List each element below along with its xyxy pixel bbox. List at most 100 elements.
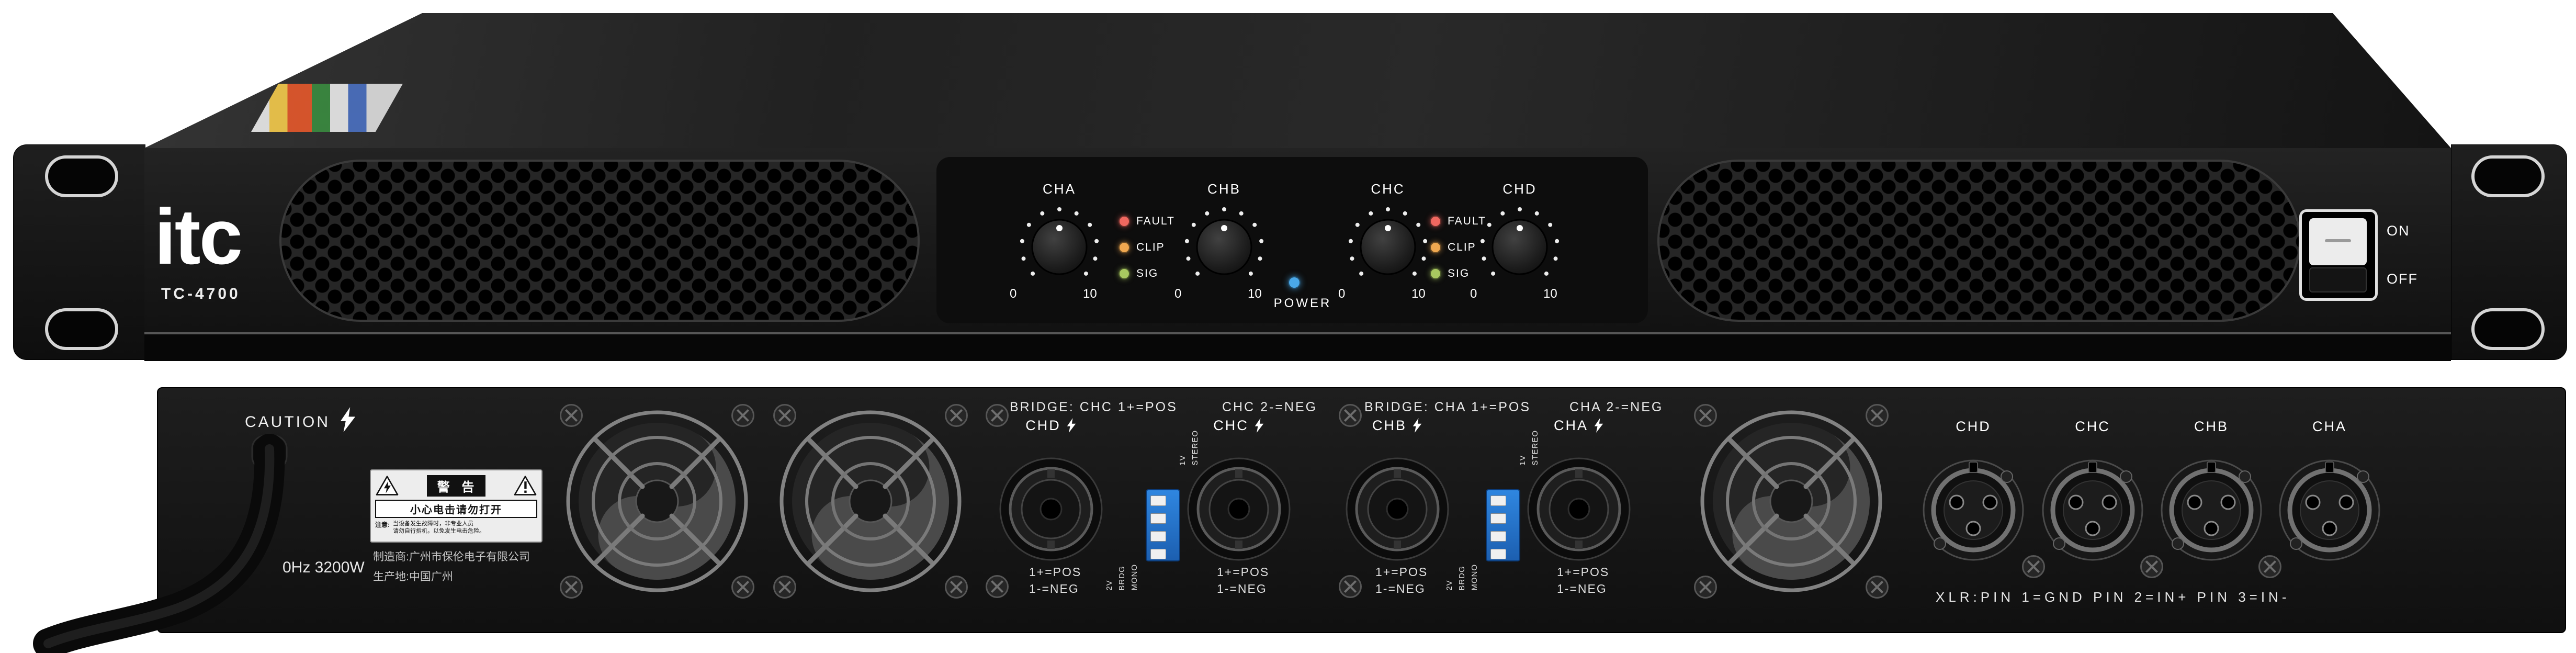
warning-note: 当设备发生故障时，非专业人员 请勿自行拆机，以免发生电击危险。 xyxy=(393,521,485,535)
high-voltage-icon xyxy=(1066,418,1077,433)
caution-label: CAUTION xyxy=(245,413,330,431)
clip-led xyxy=(1118,242,1130,253)
warning-subtitle: 小心电击请勿打开 xyxy=(375,500,537,518)
origin: 生产地:中国广州 xyxy=(373,571,453,583)
gain-knob-cha[interactable] xyxy=(1018,205,1101,289)
rack-mount-slot xyxy=(45,308,118,350)
top-label-sticker xyxy=(251,84,403,132)
screw-icon xyxy=(945,404,968,427)
screw-icon xyxy=(1694,576,1717,599)
xlr-input-chc xyxy=(2040,458,2145,562)
dip-lever[interactable] xyxy=(1150,531,1166,542)
polarity-pos: 1+=POS xyxy=(1029,565,1082,579)
signal-led-label: SIG xyxy=(1136,267,1159,279)
scale-max: 10 xyxy=(1248,287,1262,301)
dip-lever[interactable] xyxy=(1490,496,1506,506)
rocker-groove xyxy=(2325,239,2351,242)
gain-knob-chd[interactable] xyxy=(1478,205,1562,289)
dip-lever[interactable] xyxy=(1150,549,1166,559)
signal-led xyxy=(1430,268,1441,279)
screw-icon xyxy=(986,404,1009,427)
xlr-label-cha: CHA xyxy=(2312,419,2347,434)
brand-logo: itc xyxy=(154,193,243,280)
screw-icon xyxy=(1339,575,1362,598)
scale-max: 10 xyxy=(1543,287,1557,301)
polarity-neg: 1-=NEG xyxy=(1217,582,1267,595)
speakon-label-cha: CHA xyxy=(1540,416,1618,434)
high-voltage-icon xyxy=(1594,418,1604,433)
front-panel-bottom-trim xyxy=(144,332,2451,361)
dip-lever[interactable] xyxy=(1150,496,1166,506)
channel-label-chd: CHD xyxy=(1502,181,1537,197)
power-switch[interactable] xyxy=(2299,209,2378,301)
power-led-label: POWER xyxy=(1273,296,1332,310)
screw-icon xyxy=(773,576,796,599)
rack-mount-slot xyxy=(2471,308,2545,350)
warning-exclamation-icon xyxy=(513,475,537,496)
rocker-top xyxy=(2309,218,2367,265)
polarity-neg: 1-=NEG xyxy=(1375,582,1426,595)
dip-lever[interactable] xyxy=(1150,513,1166,524)
rack-mount-slot xyxy=(45,155,118,197)
dip-switch-left[interactable] xyxy=(1146,489,1180,561)
dip-top-labels: 1V STEREO xyxy=(1518,430,1540,466)
screw-icon xyxy=(1866,576,1889,599)
dip-lever[interactable] xyxy=(1490,549,1506,559)
scale-max: 10 xyxy=(1411,287,1426,301)
bridge-note-right-2: CHA 2-=NEG xyxy=(1569,400,1664,414)
fault-led-label: FAULT xyxy=(1136,215,1175,227)
speakon-label-chc: CHC xyxy=(1200,416,1278,434)
screw-icon xyxy=(560,576,583,599)
speakon-output-cha xyxy=(1527,457,1631,561)
rack-ear-left xyxy=(13,144,145,360)
screw-icon xyxy=(2022,555,2045,578)
dip-bottom-labels: 2V BRDG MONO xyxy=(1105,564,1139,591)
cooling-fan xyxy=(761,391,980,611)
screw-icon xyxy=(2140,555,2163,578)
xlr-label-chb: CHB xyxy=(2194,419,2229,434)
screw-icon xyxy=(731,404,754,427)
dip-top-labels: 1V STEREO xyxy=(1178,430,1200,466)
gain-knob-chc[interactable] xyxy=(1346,205,1430,289)
high-voltage-icon xyxy=(1412,418,1422,433)
cooling-fan xyxy=(1681,391,1901,611)
dip-bottom-labels: 2V BRDG MONO xyxy=(1445,564,1479,591)
power-spec: 0Hz 3200W xyxy=(283,559,365,576)
dip-switch-right[interactable] xyxy=(1486,489,1520,561)
front-top-surface xyxy=(144,13,2451,148)
ventilation-grille-left xyxy=(279,160,920,322)
screw-icon xyxy=(986,575,1009,598)
power-led xyxy=(1288,276,1301,289)
speakon-output-chc xyxy=(1187,457,1291,561)
rack-mount-slot xyxy=(2471,155,2545,197)
bridge-note-left-2: CHC 2-=NEG xyxy=(1222,400,1318,414)
fault-led xyxy=(1430,216,1441,227)
ventilation-grille-right xyxy=(1657,160,2301,322)
signal-led-label: SIG xyxy=(1448,267,1470,279)
gain-knob-chb[interactable] xyxy=(1182,205,1266,289)
speakon-output-chb xyxy=(1345,457,1450,561)
screw-icon xyxy=(560,404,583,427)
screw-icon xyxy=(2258,555,2281,578)
fault-led-label: FAULT xyxy=(1448,215,1486,227)
scale-max: 10 xyxy=(1083,287,1097,301)
screw-icon xyxy=(945,576,968,599)
screw-icon xyxy=(1694,404,1717,427)
scale-min: 0 xyxy=(1470,287,1477,301)
xlr-label-chd: CHD xyxy=(1956,419,1991,434)
clip-led xyxy=(1430,242,1441,253)
polarity-pos: 1+=POS xyxy=(1375,565,1428,579)
xlr-input-cha xyxy=(2277,458,2382,562)
channel-label-chb: CHB xyxy=(1207,181,1241,197)
scale-min: 0 xyxy=(1338,287,1346,301)
screw-icon xyxy=(731,576,754,599)
channel-label-cha: CHA xyxy=(1043,181,1076,197)
screw-icon xyxy=(1866,404,1889,427)
bridge-note-left-1: BRIDGE: CHC 1+=POS xyxy=(1010,400,1178,414)
dip-lever[interactable] xyxy=(1490,531,1506,542)
speakon-output-chd xyxy=(999,457,1103,561)
clip-led-label: CLIP xyxy=(1136,241,1165,253)
dip-lever[interactable] xyxy=(1490,513,1506,524)
polarity-pos: 1+=POS xyxy=(1557,565,1610,579)
